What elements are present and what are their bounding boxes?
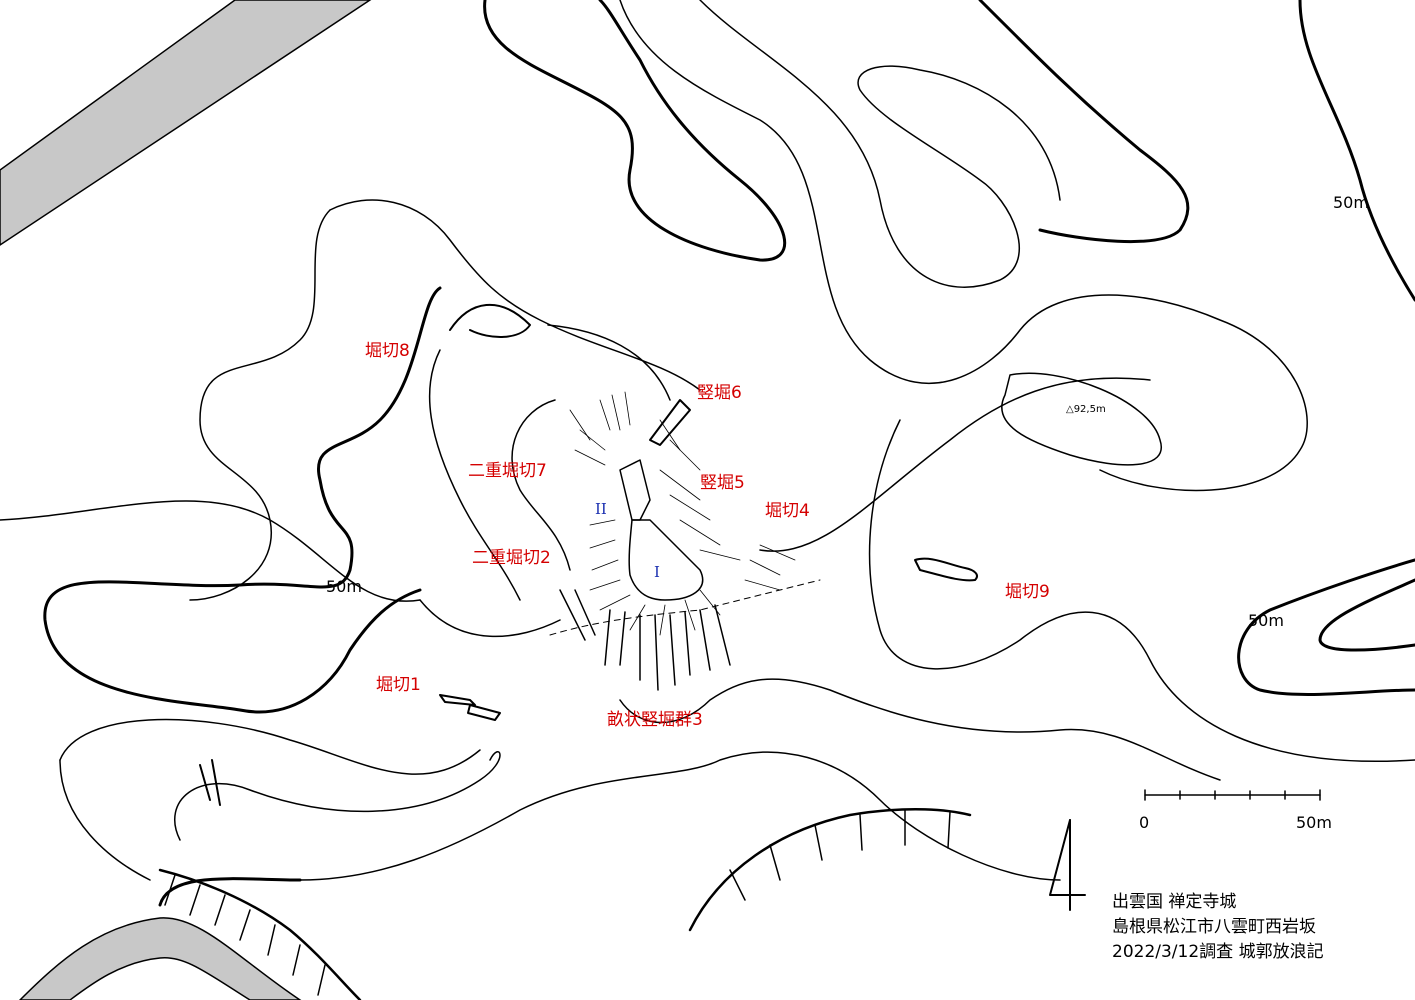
bank-ridge bbox=[158, 868, 362, 1000]
label-contour-50m-right: 50m bbox=[1248, 611, 1284, 630]
label-tatebori5: 竪堀5 bbox=[700, 473, 745, 493]
contour-south-2 bbox=[174, 751, 501, 841]
kuruwa-1-outline bbox=[628, 519, 704, 601]
contour-east-spur bbox=[759, 377, 1151, 552]
horikiri-south-ditch bbox=[199, 759, 221, 806]
contour-ring-1 bbox=[619, 0, 1308, 492]
tatebori6-ditch bbox=[649, 399, 691, 446]
label-contour-50m-left: 50m bbox=[326, 577, 362, 596]
credit-castle-name: 出雲国 禅定寺城 bbox=[1112, 892, 1237, 912]
contour-50m-east-bottom bbox=[1237, 558, 1415, 696]
horikiri9-ditch bbox=[914, 557, 978, 582]
label-horikiri4: 堀切4 bbox=[765, 501, 810, 521]
contour-50m-west bbox=[43, 286, 442, 714]
contour-west-outer bbox=[329, 199, 701, 391]
label-contour-50m-topright: 50m bbox=[1333, 193, 1369, 212]
contour-inner-3 bbox=[511, 399, 571, 571]
contour-summit bbox=[1001, 372, 1163, 466]
horikiri1-ditch bbox=[439, 694, 476, 706]
horikiri8-ditch bbox=[449, 303, 531, 338]
north-arrow-icon bbox=[1049, 819, 1086, 911]
scale-bar bbox=[1144, 789, 1321, 801]
river-bottom-left bbox=[18, 917, 302, 1000]
ridge-dashed bbox=[549, 579, 821, 636]
contour-south-5 bbox=[619, 678, 1221, 781]
scale-label-zero: 0 bbox=[1139, 813, 1150, 832]
river-top-left bbox=[0, 0, 372, 246]
contour-south-3 bbox=[59, 759, 151, 881]
contour-inner-2 bbox=[428, 349, 521, 601]
contour-west-outer-2 bbox=[189, 209, 331, 601]
contour-center-west bbox=[419, 599, 561, 638]
credit-survey-date: 2022/3/12調査 城郭放浪記 bbox=[1112, 942, 1324, 962]
label-tatebori6: 竪堀6 bbox=[697, 383, 742, 403]
contour-50m-south bbox=[158, 877, 302, 907]
label-kuruwa-1: I bbox=[654, 563, 660, 581]
label-unejou-tatebori3: 畝状竪堀群3 bbox=[607, 710, 703, 730]
castle-hachures bbox=[569, 391, 796, 636]
scale-label-max: 50m bbox=[1296, 813, 1332, 832]
contour-50m-east-inner bbox=[1318, 578, 1415, 652]
contour-south-1 bbox=[59, 718, 481, 775]
contour-inner-1 bbox=[547, 324, 671, 401]
label-peak-elevation: △92,5m bbox=[1066, 404, 1106, 415]
label-horikiri1: 堀切1 bbox=[376, 675, 421, 695]
contour-50m-north bbox=[483, 0, 787, 262]
label-nijuu-horikiri2: 二重堀切2 bbox=[472, 548, 551, 568]
bank-ridge-2 bbox=[688, 807, 972, 932]
horikiri1-ditch-b bbox=[467, 704, 501, 721]
label-horikiri9: 堀切9 bbox=[1005, 582, 1050, 602]
contour-east-lobe bbox=[868, 419, 1415, 762]
contour-50m-east-top bbox=[1298, 0, 1415, 302]
contour-ring-2 bbox=[699, 0, 1061, 288]
contour-50m-northeast bbox=[978, 0, 1190, 243]
label-horikiri8: 堀切8 bbox=[365, 341, 410, 361]
unejou-tatebori-group bbox=[559, 589, 731, 691]
contour-west-loop bbox=[0, 500, 421, 602]
survey-credit: 出雲国 禅定寺城 島根県松江市八雲町西岩坂 2022/3/12調査 城郭放浪記 bbox=[1112, 890, 1324, 965]
label-nijuu-horikiri7: 二重堀切7 bbox=[468, 461, 547, 481]
contour-south-4 bbox=[299, 751, 1061, 881]
bank-hachures bbox=[164, 809, 951, 996]
credit-location: 島根県松江市八雲町西岩坂 bbox=[1112, 917, 1316, 937]
label-kuruwa-2: II bbox=[595, 500, 607, 518]
kuruwa-2-outline bbox=[619, 459, 651, 521]
